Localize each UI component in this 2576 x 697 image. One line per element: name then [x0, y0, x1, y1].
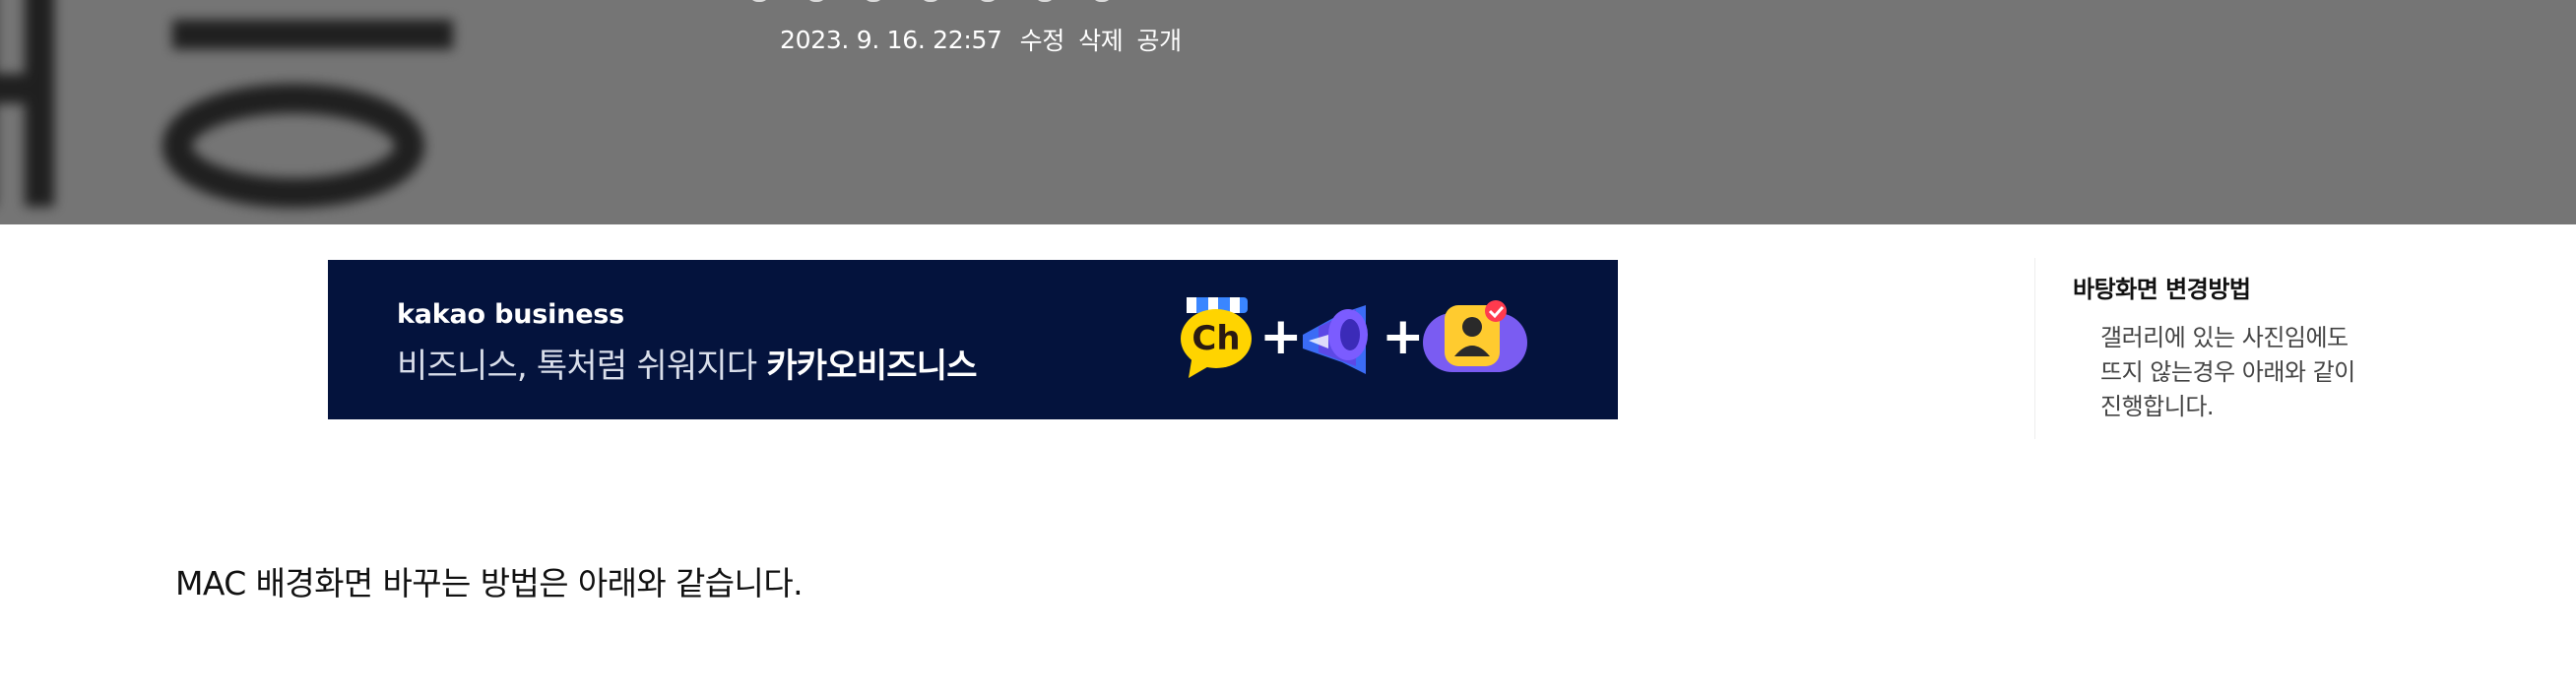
hero-title-fragment — [748, 0, 1113, 4]
toc-heading-link[interactable]: 바탕화면 변경방법 — [2073, 276, 2251, 303]
plus-sign-1: + — [1259, 307, 1303, 366]
kakao-channel-icon: Ch — [1181, 297, 1252, 378]
table-of-contents: 바탕화면 변경방법 갤러리에 있는 사진임에도 뜨지 않는경우 아래와 같이 진… — [2034, 258, 2390, 439]
post-meta: 2023. 9. 16. 22:57 수정 삭제 공개 — [780, 22, 1182, 57]
article-paragraph: MAC 배경화면 바꾸는 방법은 아래와 같습니다. — [175, 564, 804, 602]
ad-tagline-bold: 카카오비즈니스 — [766, 347, 977, 386]
svg-text:Ch: Ch — [1191, 319, 1240, 358]
ad-tagline-regular: 비즈니스, 톡처럼 쉬워지다 — [397, 347, 767, 386]
ad-brand: kakao business — [397, 299, 625, 330]
ad-icon-group: Ch + + — [1179, 295, 1563, 386]
toc-subitem-link[interactable]: 갤러리에 있는 사진임에도 뜨지 않는경우 아래와 같이 진행합니다. — [2100, 324, 2355, 420]
plus-sign-2: + — [1382, 307, 1425, 366]
blurred-hangul-title-icon — [0, 0, 453, 208]
post-date: 2023. 9. 16. 22:57 — [780, 25, 1002, 54]
post-header-hero: 2023. 9. 16. 22:57 수정 삭제 공개 — [0, 0, 2576, 224]
kakao-business-ad-banner[interactable]: kakao business 비즈니스, 톡처럼 쉬워지다 카카오비즈니스 Ch… — [328, 260, 1618, 419]
megaphone-icon — [1303, 305, 1368, 374]
verified-profile-icon — [1423, 300, 1527, 372]
visibility-link[interactable]: 공개 — [1136, 27, 1182, 55]
edit-link[interactable]: 수정 — [1019, 27, 1065, 55]
ad-tagline: 비즈니스, 톡처럼 쉬워지다 카카오비즈니스 — [397, 339, 977, 387]
delete-link[interactable]: 삭제 — [1078, 27, 1124, 55]
